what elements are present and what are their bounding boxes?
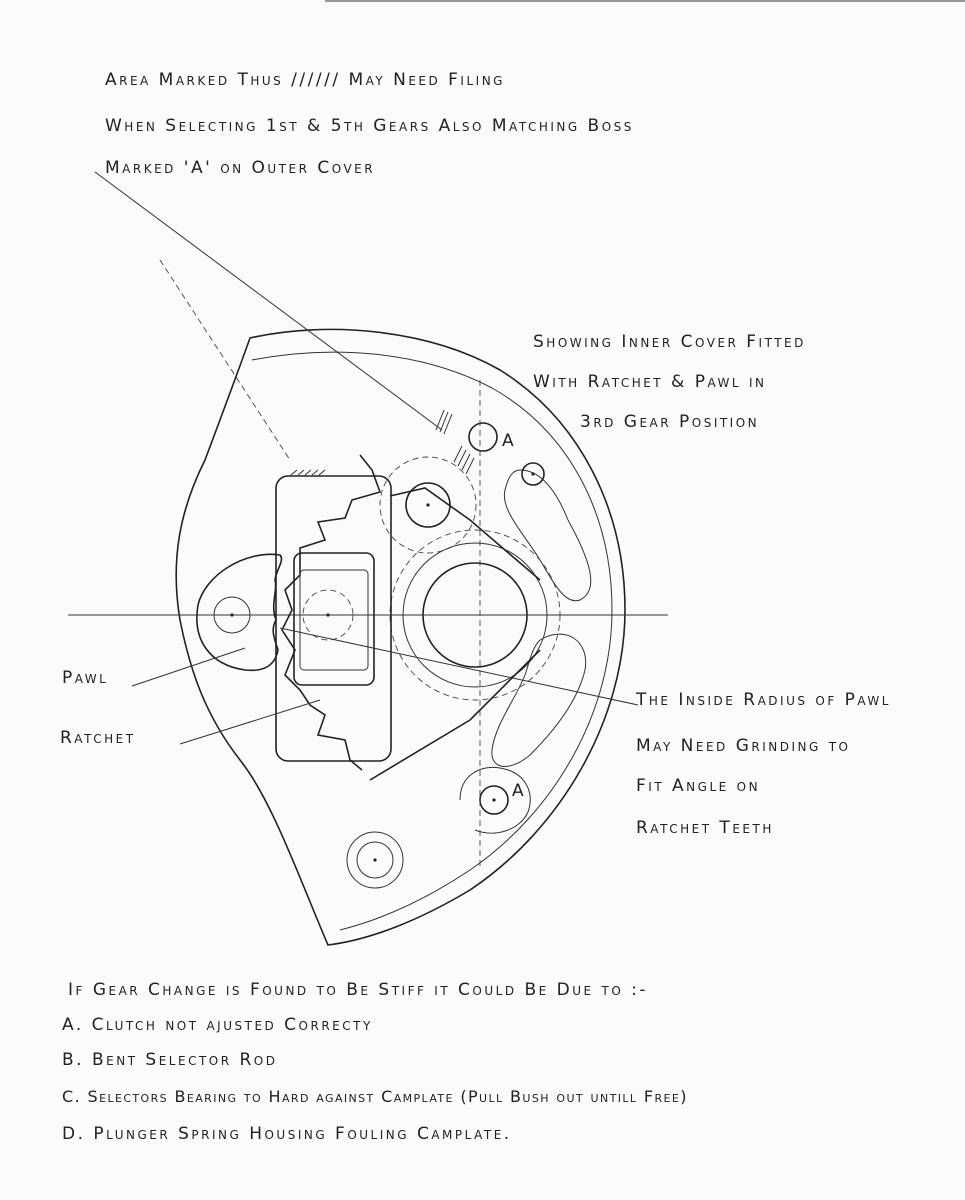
pawl-pivot — [213, 596, 251, 634]
boss-a-bottom-centre — [492, 798, 496, 802]
boss-a-bottom-recess — [459, 766, 531, 834]
upper-gear-boss-outer — [379, 456, 477, 554]
stiff-note-intro: If Gear Change is Found to Be Stiff it C… — [68, 980, 649, 1000]
lower-bolt-hole-centre — [373, 858, 377, 862]
header-note-line-2: When Selecting 1st & 5th Gears Also Matc… — [105, 116, 634, 136]
radius-note-line-3: Fit Angle on — [636, 776, 761, 796]
pawl-leader — [131, 647, 246, 687]
boss-a-bottom-label: A — [512, 781, 524, 801]
header-note-line-3: Marked 'A' on Outer Cover — [105, 158, 376, 178]
stiff-note-item-d: D. Plunger Spring Housing Fouling Campla… — [62, 1124, 512, 1144]
radius-note-line-4: Ratchet Teeth — [636, 818, 774, 838]
ratchet-leader — [179, 699, 321, 745]
pawl — [196, 553, 283, 672]
radius-leader — [279, 627, 639, 706]
filing-area-hatching — [290, 409, 475, 476]
boss-a-top-label: A — [502, 431, 514, 451]
upper-gear-boss-centre — [426, 503, 430, 507]
cover-note-line-3: 3rd Gear Position — [580, 412, 760, 432]
cover-note-line-1: Showing Inner Cover Fitted — [533, 332, 806, 352]
stiff-note-item-c: C. Selectors Bearing to Hard against Cam… — [62, 1087, 688, 1106]
filing-leader-1 — [94, 171, 443, 431]
ratchet-teeth — [281, 454, 382, 771]
pawl-pivot-centre — [230, 613, 234, 617]
lower-bolt-hole-inner — [356, 841, 394, 879]
filing-leader-2 — [159, 259, 291, 461]
cover-flange-line — [251, 351, 613, 931]
plunger-pivot-centre — [326, 613, 330, 617]
boss-a-top — [468, 422, 498, 452]
lower-bolt-hole-outer — [346, 831, 404, 889]
ratchet-label: Ratchet — [60, 728, 136, 748]
header-note-line-1: Area Marked Thus ////// May Need Filing — [105, 70, 505, 90]
cover-note-line-2: With Ratchet & Pawl in — [533, 372, 767, 392]
upper-slot — [503, 469, 592, 602]
stiff-note-item-b: B. Bent Selector Rod — [62, 1050, 278, 1070]
radius-note-line-2: May Need Grinding to — [636, 736, 851, 756]
ratchet-sector-arm — [369, 487, 541, 781]
pawl-label: Pawl — [62, 668, 109, 688]
small-hole-right-centre — [531, 472, 535, 476]
plunger-housing — [293, 552, 375, 686]
lower-slot — [491, 633, 587, 767]
plunger-housing-inner — [299, 569, 369, 671]
plunger-pivot — [302, 589, 354, 641]
small-hole-right — [521, 462, 545, 486]
inner-cover-outline — [175, 328, 626, 946]
stiff-note-item-a: A. Clutch not ajusted Correcty — [62, 1015, 373, 1035]
radius-note-line-1: The Inside Radius of Pawl — [636, 690, 891, 710]
